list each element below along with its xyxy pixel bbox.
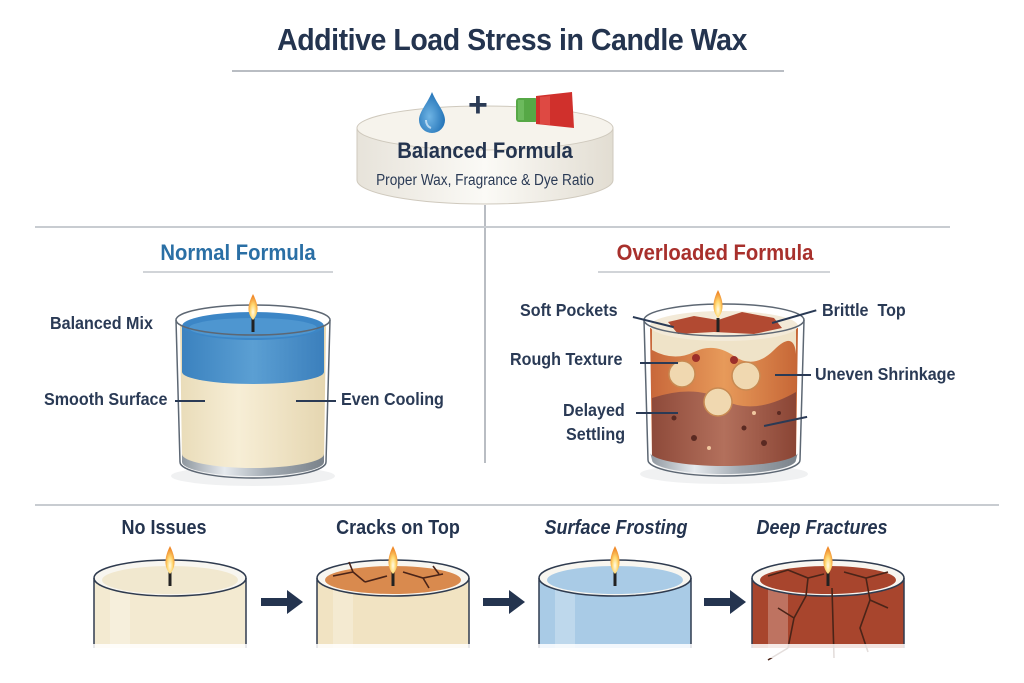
disk-title: Balanced Formula <box>397 138 573 163</box>
stage-candle-illustration <box>748 546 908 661</box>
label-balanced-mix: Balanced Mix <box>50 313 153 333</box>
stage-candle-illustration <box>90 546 250 658</box>
section-divider-bottom <box>35 504 999 506</box>
center-divider <box>484 205 486 463</box>
normal-candle-illustration <box>171 294 335 486</box>
label-soft-pockets: Soft Pockets <box>520 300 618 320</box>
stage-label: Cracks on Top <box>336 517 460 539</box>
title-underline <box>232 70 784 72</box>
leader-smooth-surface <box>175 400 205 402</box>
plus-icon: + <box>468 86 488 124</box>
label-uneven-shrinkage: Uneven Shrinkage <box>815 364 956 384</box>
stage-label: Surface Frosting <box>544 517 688 539</box>
stage-label: No Issues <box>121 517 207 539</box>
overloaded-candle-illustration <box>640 290 808 484</box>
water-drop-icon <box>419 92 445 133</box>
dye-block-icon <box>516 92 574 128</box>
leader-delayed-settling <box>636 412 678 414</box>
leader-even-cooling <box>296 400 336 402</box>
label-settling: Settling <box>566 424 626 444</box>
stage-candle-illustration <box>535 546 695 658</box>
section-divider-top <box>35 226 950 228</box>
disk-subtitle: Proper Wax, Fragrance & Dye Ratio <box>376 172 594 189</box>
arrow-right-icon <box>483 590 525 614</box>
normal-formula-title: Normal Formula <box>160 240 316 265</box>
arrow-right-icon <box>704 590 746 614</box>
label-brittle-top: Brittle Top <box>822 300 906 320</box>
label-rough-texture: Rough Texture <box>510 349 623 369</box>
page-title: Additive Load Stress in Candle Wax <box>277 22 747 57</box>
label-delayed: Delayed <box>563 400 625 420</box>
leader-rough-texture <box>640 362 678 364</box>
overloaded-formula-title: Overloaded Formula <box>616 240 814 265</box>
label-smooth-surface: Smooth Surface <box>44 389 168 409</box>
normal-title-underline <box>143 271 333 273</box>
label-even-cooling: Even Cooling <box>341 389 444 409</box>
arrow-right-icon <box>261 590 303 614</box>
overloaded-title-underline <box>598 271 830 273</box>
leader-uneven-shrinkage <box>775 374 811 376</box>
stage-candle-illustration <box>313 546 473 658</box>
stage-label: Deep Fractures <box>756 517 888 539</box>
